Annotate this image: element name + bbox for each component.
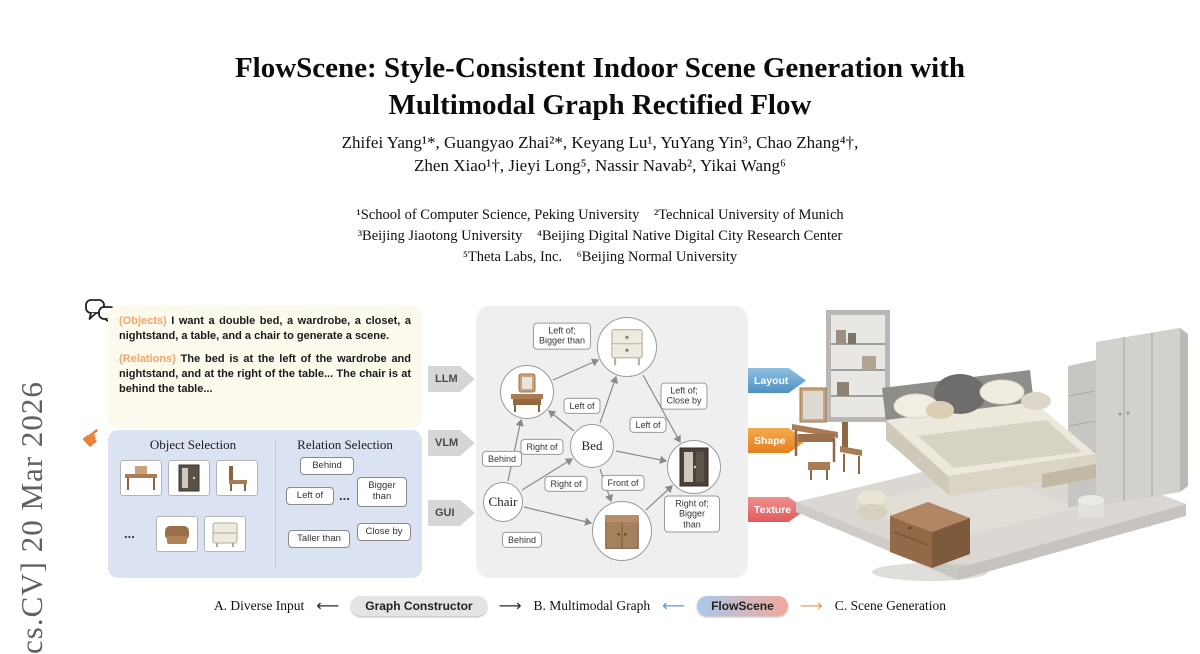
author-list: Zhifei Yang¹*, Guangyao Zhai²*, Keyang L…	[0, 131, 1200, 177]
scene-brown-cabinet	[872, 502, 988, 581]
scene-nightstand	[1078, 495, 1104, 518]
graph-node-bed: Bed	[570, 424, 614, 468]
object-thumb-desk	[120, 460, 162, 496]
relation-button-close-by: Close by	[357, 523, 411, 541]
caption-b-label: B. Multimodal Graph	[533, 598, 651, 613]
desk-icon	[125, 466, 157, 490]
relations-tag: (Relations)	[119, 353, 176, 366]
armchair-icon	[165, 526, 189, 544]
title-line-1: FlowScene: Style-Consistent Indoor Scene…	[234, 52, 966, 84]
object-thumb-chair	[216, 460, 258, 496]
objects-prompt: (Objects) I want a double bed, a wardrob…	[119, 314, 411, 343]
object-thumb-wardrobe	[168, 460, 210, 496]
scene-shelving	[826, 310, 890, 422]
figure-caption: A. Diverse Input ⟵ Graph Constructor ⟶ B…	[120, 593, 1040, 619]
affiliation-line: ³Beijing Jiaotong University ⁴Beijing Di…	[357, 228, 843, 244]
scene-render	[792, 310, 1188, 581]
gui-selection-card: Object Selection Relation Selection ... …	[108, 430, 422, 578]
multimodal-graph-panel: Bed Chair Left of; Bigger than Left of L…	[476, 306, 748, 578]
objects-text: I want a double bed, a wardrobe, a close…	[119, 315, 411, 342]
selection-divider	[275, 440, 276, 568]
object-selection-label: Object Selection	[149, 437, 237, 452]
caption-c-label: C. Scene Generation	[834, 598, 947, 613]
hand-pointer-icon: ☛	[75, 420, 110, 456]
authors-line-2: Zhen Xiao¹†, Jieyi Long⁵, Nassir Navab²,…	[414, 156, 786, 175]
graph-constructor-pill: Graph Constructor	[351, 596, 487, 616]
arrow-right-orange-icon: ⟶	[799, 596, 823, 615]
arrow-left-blue-icon: ⟵	[662, 596, 686, 615]
edge-label: Behind	[481, 450, 523, 468]
edge-label: Right of	[520, 438, 564, 456]
gui-arrow: GUI	[428, 500, 475, 526]
object-ellipsis: ...	[124, 526, 135, 541]
graph-node-nightstand	[597, 317, 657, 377]
graph-node-cabinet	[592, 501, 652, 561]
scene-dressing-table	[792, 387, 862, 480]
graph-node-wardrobe	[667, 440, 721, 494]
llm-arrow: LLM	[428, 366, 475, 392]
dressing-table-icon	[511, 373, 543, 412]
objects-tag: (Objects)	[119, 315, 167, 327]
affiliation-line: ¹School of Computer Science, Peking Univ…	[356, 207, 844, 223]
relation-selection-label: Relation Selection	[297, 437, 393, 452]
scene-wardrobe	[1096, 328, 1188, 506]
wardrobe-icon	[178, 464, 200, 492]
scene-bed	[882, 370, 1098, 496]
relation-button-behind: Behind	[300, 457, 354, 475]
authors-line-1: Zhifei Yang¹*, Guangyao Zhai²*, Keyang L…	[341, 133, 859, 152]
nightstand-node-icon	[611, 329, 643, 366]
relation-button-bigger-than: Bigger than	[357, 477, 407, 507]
object-thumb-nightstand	[204, 516, 246, 552]
nightstand-icon	[212, 522, 238, 547]
arrow-right-icon: ⟶	[498, 596, 522, 615]
relation-ellipsis: ...	[339, 488, 350, 503]
relations-prompt: (Relations) The bed is at the left of th…	[119, 352, 411, 396]
paper-title: FlowScene: Style-Consistent Indoor Scene…	[0, 50, 1200, 124]
edge-label: Right of	[544, 475, 588, 493]
relation-button-left-of: Left of	[286, 487, 334, 505]
chair-icon	[229, 466, 247, 491]
edge-label: Left of	[563, 397, 601, 415]
vlm-arrow: VLM	[428, 430, 475, 456]
edge-label: Left of; Bigger than	[532, 322, 592, 350]
cabinet-node-icon	[605, 515, 639, 549]
graph-node-dressing-table	[500, 365, 554, 419]
flowscene-pill: FlowScene	[697, 596, 788, 616]
affiliation-line: ⁵Theta Labs, Inc. ⁶Beijing Normal Univer…	[462, 249, 738, 265]
edge-label: Behind	[501, 531, 543, 549]
text-prompt-card: (Objects) I want a double bed, a wardrob…	[108, 306, 422, 428]
arxiv-sidebar-label: cs.CV] 20 Mar 2026	[14, 381, 49, 654]
edge-label: Left of	[629, 416, 667, 434]
arrow-left-icon: ⟵	[316, 596, 340, 615]
edge-label: Left of; Close by	[660, 382, 708, 410]
title-line-2: Multimodal Graph Rectified Flow	[388, 89, 812, 121]
relation-button-taller-than: Taller than	[288, 530, 350, 548]
relations-text: The bed is at the left of the wardrobe a…	[119, 353, 411, 395]
scene-tall-chest	[1068, 360, 1096, 508]
object-thumb-armchair	[156, 516, 198, 552]
graph-node-chair: Chair	[483, 482, 523, 522]
edge-label: Front of	[601, 474, 645, 492]
caption-a-label: A. Diverse Input	[213, 598, 305, 613]
affiliations: ¹School of Computer Science, Peking Univ…	[0, 205, 1200, 268]
wardrobe-node-icon	[679, 447, 709, 487]
edge-label: Right of; Bigger than	[664, 495, 720, 533]
